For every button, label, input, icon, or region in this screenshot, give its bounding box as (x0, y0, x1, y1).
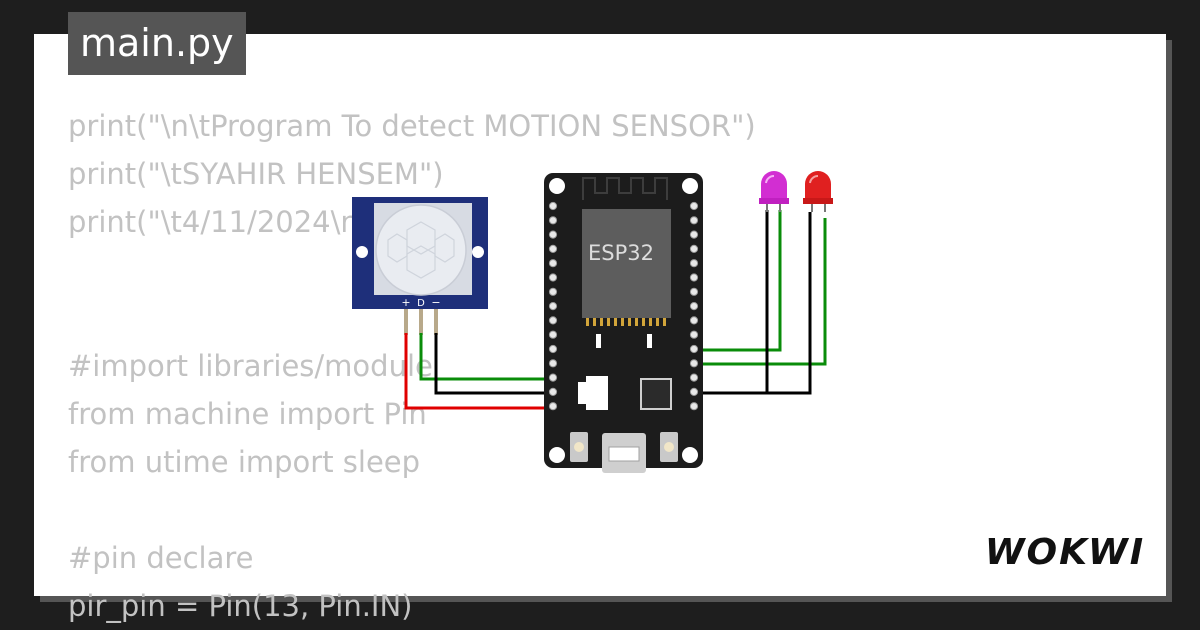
header-pin[interactable] (689, 273, 699, 282)
esp32-mount-hole (549, 447, 565, 463)
wire-led2-anode (694, 218, 827, 366)
pir-pin-gnd (434, 309, 438, 335)
header-pin[interactable] (548, 216, 558, 225)
wokwi-logo-text: WOKWI (985, 532, 1145, 573)
code-line: from utime import sleep (68, 445, 421, 479)
header-pin[interactable] (689, 244, 699, 253)
header-pin[interactable] (548, 244, 558, 253)
header-pin[interactable] (548, 316, 558, 325)
header-pin[interactable] (689, 287, 699, 296)
wire-led1-cathode (694, 210, 769, 395)
header-pin[interactable] (689, 201, 699, 211)
esp32-board[interactable]: ESP32 (544, 173, 703, 473)
code-text: print("\n\tProgram To detect MOTION SENS… (68, 102, 756, 630)
esp32-usb-port-inner (608, 446, 640, 462)
esp32-regulator-tab (578, 382, 586, 404)
header-pin[interactable] (689, 402, 699, 411)
header-pin[interactable] (548, 387, 558, 396)
esp32-chip-label: ESP32 (588, 241, 654, 265)
esp32-regulator (586, 376, 608, 410)
header-pin[interactable] (689, 216, 699, 225)
header-pin[interactable] (548, 259, 558, 268)
esp32-left-header (548, 201, 558, 411)
pir-pin-label-gnd: − (431, 296, 440, 309)
header-pin[interactable] (689, 302, 699, 311)
esp32-mount-hole (682, 447, 698, 463)
pir-pin-data (419, 309, 423, 335)
header-pin[interactable] (548, 201, 558, 211)
esp32-smd (647, 334, 652, 348)
code-line: print("\n\tProgram To detect MOTION SENS… (68, 109, 756, 143)
header-pin[interactable] (548, 373, 558, 382)
esp32-mount-hole (549, 178, 565, 194)
esp32-right-header (689, 201, 699, 411)
wokwi-logo: WOKWI (985, 532, 1145, 573)
esp32-chip (582, 209, 671, 318)
pir-dome-facets (387, 221, 455, 279)
code-line: print("\t4/11/2024\n") (68, 205, 384, 239)
header-pin[interactable] (689, 330, 699, 339)
esp32-usb-chip (640, 378, 672, 410)
wire-led2-cathode (767, 212, 812, 395)
file-tab[interactable]: main.py (68, 12, 246, 75)
header-pin[interactable] (689, 359, 699, 368)
code-line: print("\tSYAHIR HENSEM") (68, 157, 444, 191)
header-pin[interactable] (548, 402, 558, 411)
pir-pin-label-data: D (417, 298, 425, 309)
header-pin[interactable] (548, 302, 558, 311)
code-line: #pin declare (68, 541, 254, 575)
led-red[interactable] (803, 171, 833, 212)
esp32-chip-pads (586, 318, 666, 326)
header-pin[interactable] (548, 359, 558, 368)
header-pin[interactable] (689, 387, 699, 396)
header-pin[interactable] (548, 230, 558, 239)
code-line: #import libraries/module (68, 349, 433, 383)
header-pin[interactable] (548, 273, 558, 282)
wire-pir-data (419, 333, 553, 381)
pir-mount-hole-left (356, 246, 368, 258)
wire-led1-anode (694, 210, 782, 352)
header-pin[interactable] (548, 287, 558, 296)
esp32-antenna (582, 177, 668, 200)
header-pin[interactable] (548, 330, 558, 339)
header-pin[interactable] (689, 373, 699, 382)
pir-pin-vcc (404, 309, 408, 335)
esp32-boot-button[interactable] (570, 432, 588, 462)
pir-pin-label-vcc: + (401, 296, 410, 309)
pir-mount-hole-right (472, 246, 484, 258)
header-pin[interactable] (548, 344, 558, 354)
esp32-smd (596, 334, 601, 348)
wires[interactable] (404, 210, 827, 410)
wire-pir-vcc (404, 333, 553, 410)
esp32-en-button[interactable] (660, 432, 678, 462)
wire-pir-gnd (434, 333, 553, 395)
header-pin[interactable] (689, 316, 699, 325)
pir-sensor[interactable]: + D − (352, 197, 488, 335)
header-pin[interactable] (689, 230, 699, 239)
code-line: from machine import Pin (68, 397, 427, 431)
esp32-mount-hole (682, 178, 698, 194)
header-pin[interactable] (689, 259, 699, 268)
led-magenta[interactable] (759, 171, 789, 212)
header-pin[interactable] (689, 344, 699, 354)
pir-dome (375, 204, 467, 296)
code-line: pir_pin = Pin(13, Pin.IN) (68, 589, 413, 623)
